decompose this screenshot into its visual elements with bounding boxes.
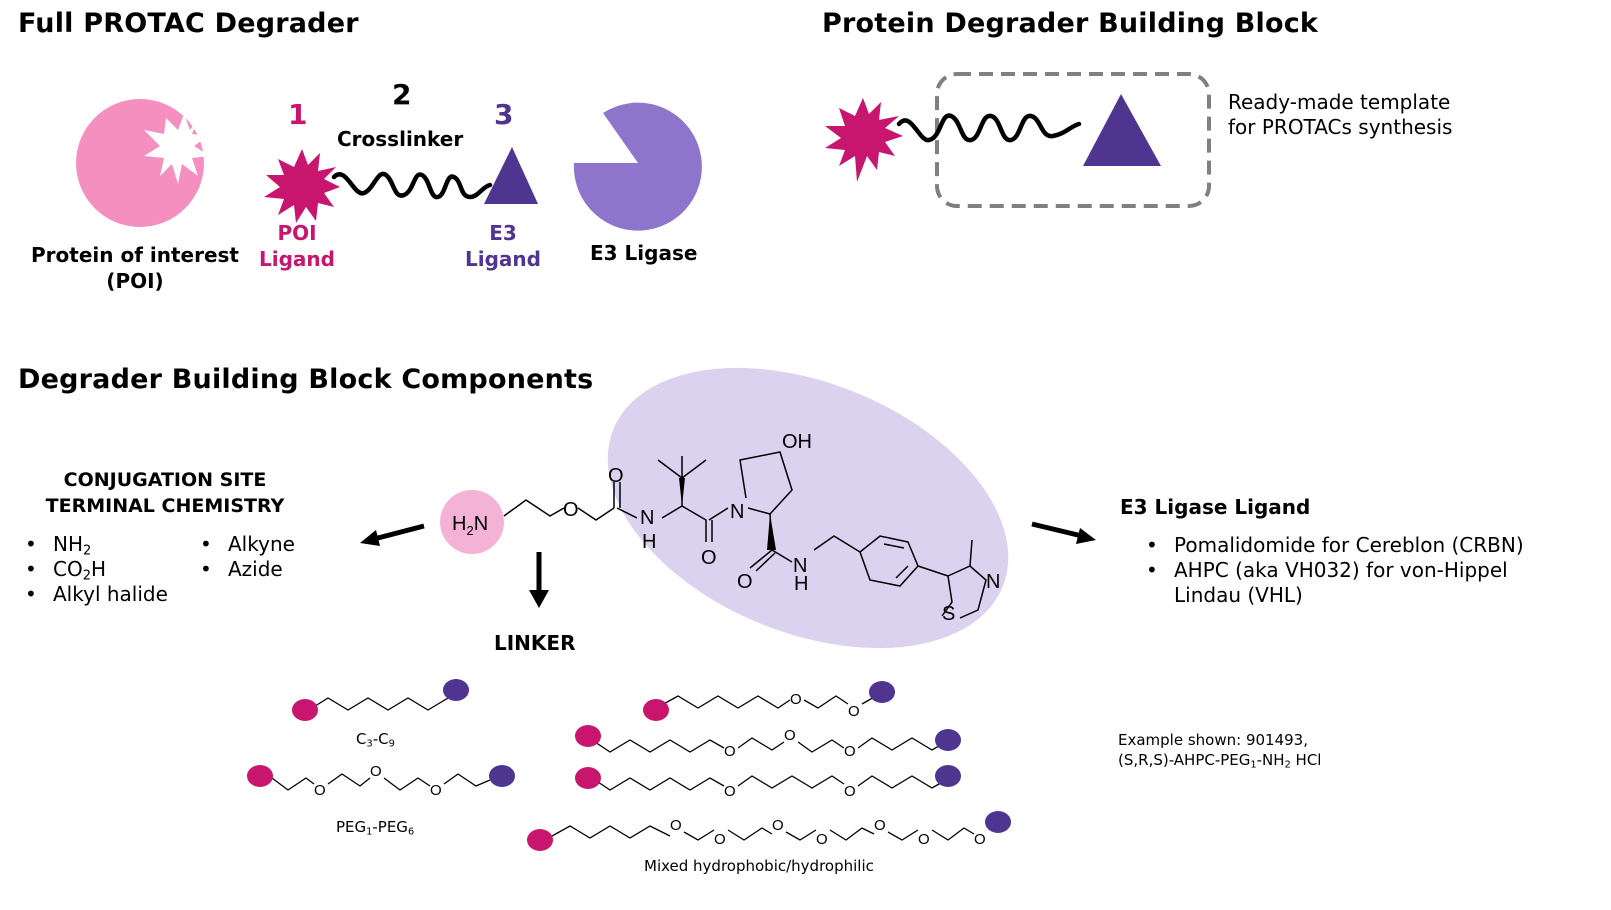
- svg-text:S: S: [942, 603, 955, 625]
- linker-label-peg: PEG1-PEG6: [336, 818, 415, 838]
- svg-text:O: O: [608, 465, 624, 487]
- svg-text:O: O: [370, 763, 382, 780]
- protein-of-interest-icon: [76, 99, 210, 227]
- arrow-down-icon: [529, 552, 549, 608]
- svg-text:O: O: [563, 499, 579, 521]
- svg-text:O: O: [724, 783, 736, 800]
- svg-text:N: N: [793, 555, 807, 577]
- svg-text:O: O: [724, 743, 736, 760]
- conjugation-item-alkyl-halide: Alkyl halide: [25, 582, 168, 607]
- poi-ligand-number: 1: [288, 98, 308, 131]
- svg-text:O: O: [974, 831, 986, 848]
- section-title-building-block: Protein Degrader Building Block: [822, 8, 1319, 39]
- svg-text:O: O: [918, 831, 930, 848]
- svg-text:O: O: [848, 703, 860, 720]
- svg-text:O: O: [772, 817, 784, 834]
- building-block-description: Ready-made template for PROTACs synthesi…: [1228, 90, 1453, 139]
- e3-ligase-icon: [573, 102, 702, 231]
- e3-ligand-item-pomalidomide: Pomalidomide for Cereblon (CRBN): [1146, 533, 1566, 558]
- conjugation-list-1: NH2 CO2H Alkyl halide: [25, 532, 168, 607]
- vh032-molecule-structure: H2N O O N H O N OH O N H N S: [440, 367, 1009, 649]
- conjugation-item-nh2: NH2: [25, 532, 168, 557]
- svg-text:N: N: [730, 501, 744, 523]
- e3-ligand-heading: E3 Ligase Ligand: [1120, 495, 1311, 519]
- linker-structures: O O O O O O O O O O O O O O O O O: [247, 679, 1011, 851]
- svg-text:O: O: [701, 547, 717, 569]
- conjugation-list-2: Alkyne Azide: [200, 532, 295, 582]
- poi-ligand-label: POI Ligand: [259, 221, 335, 271]
- conjugation-item-azide: Azide: [200, 557, 295, 582]
- e3-ligand-number: 3: [494, 98, 514, 131]
- svg-text:H: H: [642, 531, 656, 553]
- arrow-left-icon: [360, 523, 425, 546]
- e3-ligand-label: E3 Ligand: [465, 221, 541, 271]
- linker-heading: LINKER: [494, 631, 576, 655]
- svg-text:O: O: [714, 831, 726, 848]
- e3-ligase-label: E3 Ligase: [590, 241, 698, 265]
- example-caption: Example shown: 901493, (S,R,S)-AHPC-PEG1…: [1118, 731, 1322, 771]
- svg-text:N: N: [986, 571, 1000, 593]
- conjugation-item-co2h: CO2H: [25, 557, 168, 582]
- svg-text:H: H: [794, 573, 808, 595]
- section-title-components: Degrader Building Block Components: [18, 364, 594, 395]
- svg-text:O: O: [816, 831, 828, 848]
- svg-text:O: O: [737, 571, 753, 593]
- linker-label-mixed: Mixed hydrophobic/hydrophilic: [644, 857, 874, 875]
- e3-ligand-list: Pomalidomide for Cereblon (CRBN) AHPC (a…: [1146, 533, 1566, 608]
- svg-text:O: O: [430, 782, 442, 799]
- section-title-full-protac: Full PROTAC Degrader: [18, 8, 359, 39]
- svg-text:O: O: [314, 782, 326, 799]
- building-block-icon: [825, 72, 1211, 208]
- protein-of-interest-label: Protein of interest (POI): [31, 243, 239, 293]
- svg-text:N: N: [640, 507, 654, 529]
- conjugation-heading: CONJUGATION SITE TERMINAL CHEMISTRY: [45, 469, 285, 517]
- e3-ligand-item-ahpc: AHPC (aka VH032) for von-Hippel Lindau (…: [1146, 558, 1566, 608]
- svg-text:O: O: [844, 743, 856, 760]
- svg-text:O: O: [874, 817, 886, 834]
- arrow-right-icon: [1031, 521, 1096, 544]
- linker-label-c3-c9: C3-C9: [356, 730, 395, 750]
- protac-molecule-icon: [264, 147, 538, 223]
- crosslinker-label: Crosslinker: [337, 127, 464, 151]
- svg-text:O: O: [790, 691, 802, 708]
- crosslinker-number: 2: [392, 78, 412, 111]
- svg-text:O: O: [670, 817, 682, 834]
- svg-text:O: O: [844, 783, 856, 800]
- svg-text:O: O: [784, 727, 796, 744]
- svg-text:OH: OH: [782, 431, 812, 453]
- conjugation-item-alkyne: Alkyne: [200, 532, 295, 557]
